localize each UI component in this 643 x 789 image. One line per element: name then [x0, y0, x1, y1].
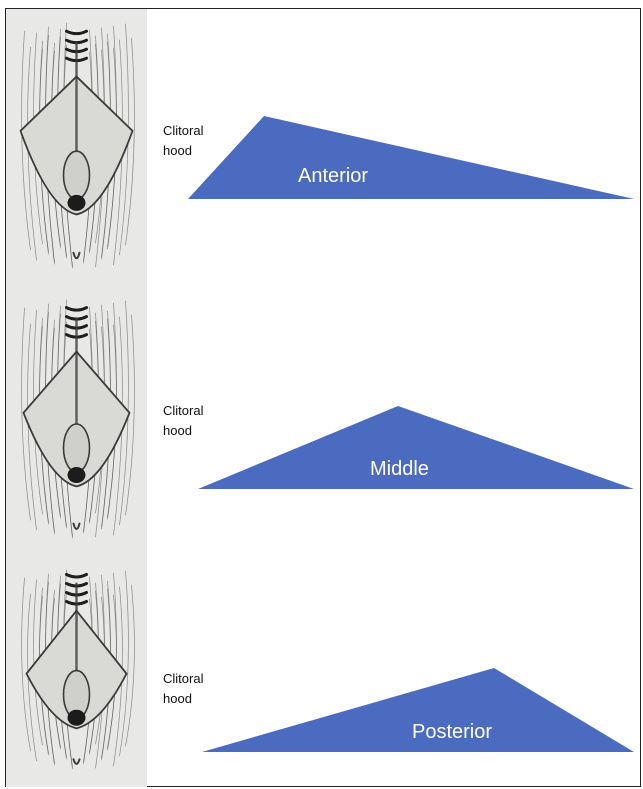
triangle-shape: [6, 556, 640, 787]
panel-anterior: Clitoral hood Anterior: [6, 9, 640, 286]
triangle-diagram: Middle: [6, 286, 640, 556]
triangle-shape: [6, 9, 640, 286]
panel-posterior: Clitoral hood Posterior: [6, 556, 640, 787]
figure-frame: Clitoral hood Anterior Clitoral hood Mid…: [5, 8, 641, 787]
triangle-diagram: Posterior: [6, 556, 640, 787]
triangle-label: Posterior: [412, 721, 492, 744]
triangle-label: Anterior: [298, 165, 368, 188]
triangle-label: Middle: [370, 458, 429, 481]
triangle-diagram: Anterior: [6, 9, 640, 286]
triangle-shape: [6, 286, 640, 556]
panel-middle: Clitoral hood Middle: [6, 286, 640, 556]
